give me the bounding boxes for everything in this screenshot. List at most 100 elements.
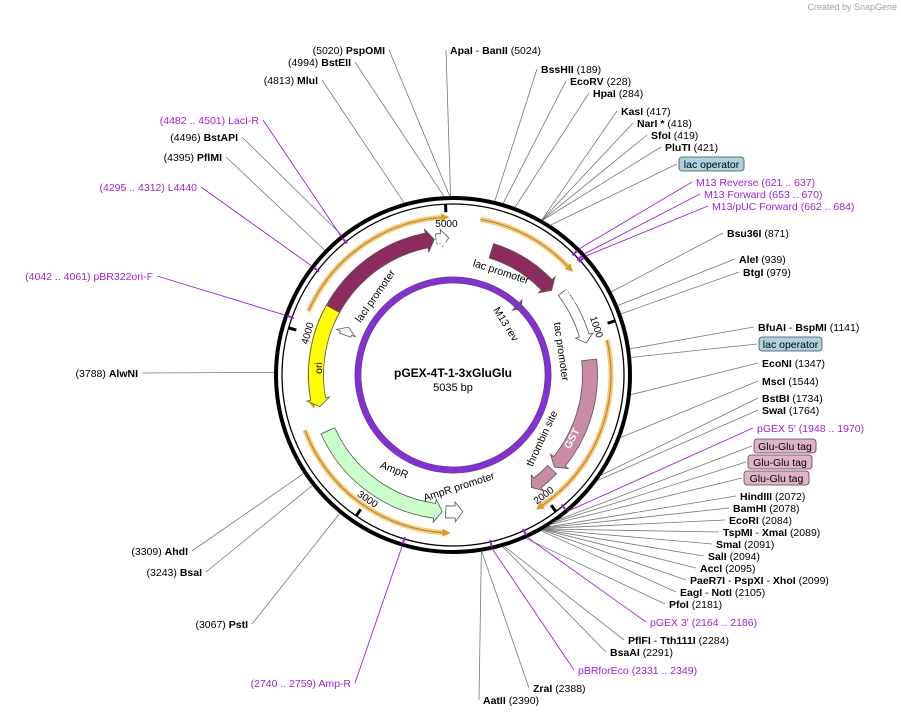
feature-thrombin-site[interactable] — [530, 464, 557, 492]
site-label-bsteii: (4994) BstEII — [288, 57, 351, 69]
feature-ori[interactable] — [305, 304, 341, 408]
site-label-hindiii: HindIII (2072) — [740, 491, 805, 503]
site-label-ecori: EcoRI (2084) — [729, 515, 792, 527]
site-label-hpai: HpaI (284) — [593, 88, 643, 100]
primer-leader — [262, 119, 342, 237]
callout-box-glu-glu-tag — [747, 454, 813, 470]
primer-mark — [489, 539, 493, 547]
feature-label-ampr-promoter: AmpR promoter — [422, 470, 497, 504]
site-leader — [478, 551, 482, 701]
site-leader — [540, 530, 677, 593]
site-label-pflmi: (4395) PflMI — [164, 152, 222, 164]
site-leader — [502, 546, 607, 653]
site-label-tspmi: TspMI - XmaI (2089) — [723, 527, 820, 539]
site-label-apai: ApaI - BanII (5024) — [450, 45, 541, 57]
callout-label-lac-operator: lac operator — [763, 339, 819, 351]
site-label-sfoi: SfoI (419) — [651, 130, 698, 142]
tick-mark-1000 — [607, 319, 616, 325]
feature-laci[interactable] — [320, 228, 435, 324]
site-label-btgi: BtgI (979) — [743, 267, 791, 279]
feature-lac-promoter[interactable] — [434, 228, 450, 249]
primer-label-m13-reverse: M13 Reverse (621 .. 637) — [696, 177, 815, 189]
site-label-bsu36i: Bsu36I (871) — [727, 228, 789, 240]
site-leader — [251, 513, 340, 625]
site-label-alei: AleI (939) — [739, 254, 786, 266]
feature-gst[interactable] — [549, 358, 598, 470]
callout-leader — [630, 343, 758, 358]
gst-orf-arc-line — [540, 339, 612, 507]
primer-mark — [578, 256, 585, 263]
site-label-pspomi: (5020) PspOMI — [313, 45, 385, 57]
lacI-orf-arc-head — [440, 213, 450, 222]
primer-mark — [313, 266, 320, 273]
site-leader — [141, 371, 275, 374]
feature-lacz[interactable] — [488, 243, 556, 294]
callout-label-glu-glu-tag: Glu-Glu tag — [750, 473, 804, 485]
primer-label-pgex-3: pGEX 3' (2164 .. 2186) — [650, 617, 757, 629]
primer-label-m13-puc-forward: M13/pUC Forward (662 .. 684) — [712, 201, 854, 213]
site-leader — [545, 519, 726, 529]
feature-label-m13-rev: M13 rev — [490, 305, 521, 344]
backbone-inner — [281, 203, 625, 547]
site-leader — [354, 61, 445, 197]
primer-leader — [578, 181, 693, 250]
primer-label-amp-r: (2740 .. 2759) Amp-R — [251, 678, 352, 690]
callout-label-glu-glu-tag: Glu-Glu tag — [753, 457, 807, 469]
site-label-bsai: (3243) BsaI — [147, 567, 203, 579]
tick-label-5000: 5000 — [435, 219, 458, 230]
site-leader — [191, 473, 304, 552]
site-label-alwni: (3788) AlwNI — [76, 368, 139, 380]
tick-mark-3000 — [354, 508, 362, 517]
primer-mark — [401, 536, 406, 544]
site-leader — [621, 271, 740, 315]
plasmid-size: 5035 bp — [433, 382, 473, 394]
site-leader — [241, 136, 342, 236]
site-leader — [547, 495, 737, 528]
site-label-bstbi: BstBI (1734) — [762, 393, 823, 405]
site-leader — [601, 397, 759, 476]
primer-leader — [526, 536, 647, 623]
feature-label-tac-promoter: tac promoter — [551, 322, 571, 383]
site-leader — [502, 80, 567, 204]
feature-m13-rev[interactable] — [354, 276, 552, 474]
callout-leader — [549, 477, 743, 526]
backbone-outer — [274, 196, 632, 554]
site-label-kasi: KasI (417) — [621, 106, 671, 118]
site-leader — [388, 49, 451, 197]
feature-ampr-promoter[interactable] — [444, 500, 464, 524]
site-leader — [620, 380, 759, 438]
site-leader — [546, 507, 730, 529]
tick-mark-4000 — [288, 326, 297, 332]
site-label-mlui: (4813) MluI — [264, 75, 318, 87]
callout-box-lac-operator — [758, 336, 823, 352]
site-label-ecorv: EcoRV (228) — [570, 76, 631, 88]
site-label-pluti: PluTI (421) — [665, 142, 718, 154]
lacI-orf-arc-line — [307, 216, 444, 312]
site-leader — [543, 529, 705, 557]
primer-mark — [571, 249, 579, 257]
site-leader — [542, 529, 697, 569]
site-leader — [542, 529, 687, 581]
primer-mark — [341, 237, 348, 245]
primer-mark — [560, 503, 567, 511]
primer-label-pbr322ori-f: (4042 .. 4061) pBR322ori-F — [25, 271, 153, 283]
callout-box-glu-glu-tag — [753, 438, 817, 454]
feature-tac-promoter[interactable] — [557, 288, 594, 344]
feature-label-ampr: AmpR — [378, 459, 410, 481]
primer-label-pbrforeco: pBRforEco (2331 .. 2349) — [578, 665, 697, 677]
site-leader — [541, 110, 618, 220]
site-label-swai: SwaI (1764) — [762, 405, 819, 417]
callout-label-glu-glu-tag: Glu-Glu tag — [758, 441, 812, 453]
feature-label-laci: lacI — [434, 239, 452, 251]
site-leader — [225, 156, 326, 251]
site-leader — [630, 326, 755, 350]
site-leader — [445, 49, 451, 197]
site-leader — [543, 528, 713, 545]
site-label-nari: NarI * (418) — [637, 118, 692, 130]
lacZa-orf-arc-head — [564, 263, 573, 273]
feature-laci-promoter[interactable] — [335, 326, 357, 338]
feature-ampr[interactable] — [320, 427, 443, 524]
primer-label-pgex-5: pGEX 5' (1948 .. 1970) — [757, 423, 864, 435]
site-label-bamhi: BamHI (2078) — [733, 503, 800, 515]
